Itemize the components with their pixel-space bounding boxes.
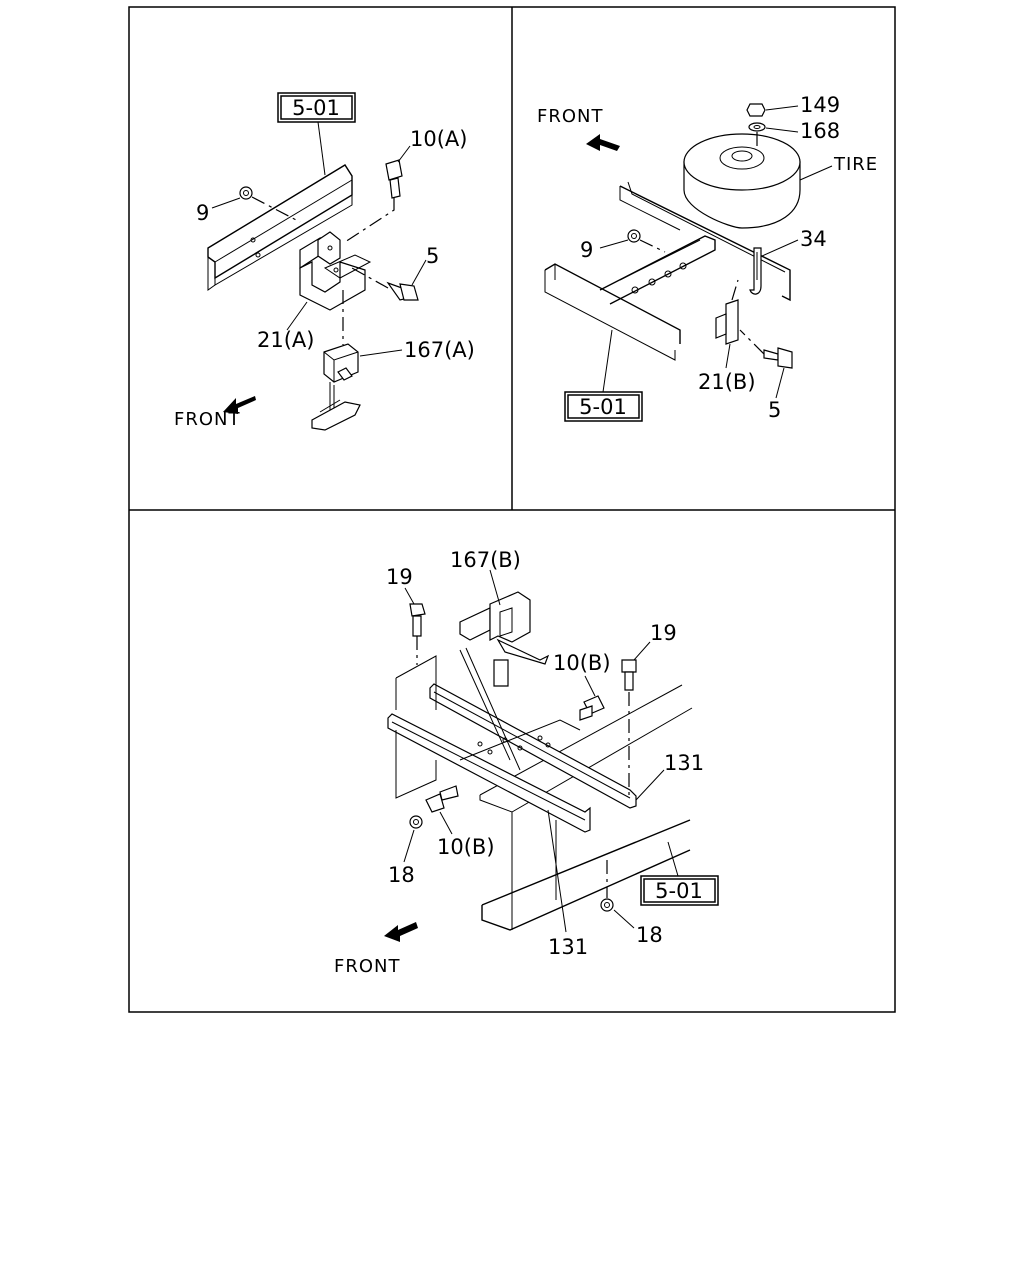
frame-rail bbox=[207, 164, 353, 291]
ref-label-5-01: 5-01 bbox=[579, 395, 627, 419]
ref-label-5-01: 5-01 bbox=[292, 96, 340, 120]
callout-tire: TIRE bbox=[833, 154, 878, 175]
bolt-19-right bbox=[621, 659, 637, 800]
front-label: FRONT bbox=[334, 956, 401, 977]
callout-19-left: 19 bbox=[386, 565, 413, 589]
nut-149 bbox=[746, 103, 766, 117]
callout-167b: 167(B) bbox=[450, 548, 521, 572]
bolt-5 bbox=[351, 267, 419, 301]
mounting-plate bbox=[395, 655, 437, 799]
callout-18-right: 18 bbox=[636, 923, 663, 947]
callout-131-right: 131 bbox=[664, 751, 704, 775]
front-label: FRONT bbox=[537, 106, 604, 127]
front-arrow-icon bbox=[384, 922, 418, 942]
callout-21a: 21(A) bbox=[257, 328, 314, 352]
bracket-21a bbox=[299, 231, 372, 311]
nut-18-left bbox=[409, 815, 423, 829]
callout-9: 9 bbox=[580, 238, 593, 262]
callout-5: 5 bbox=[768, 398, 781, 422]
callout-34: 34 bbox=[800, 227, 827, 251]
callout-19-right: 19 bbox=[650, 621, 677, 645]
callout-18-left: 18 bbox=[388, 863, 415, 887]
nut-9 bbox=[239, 186, 301, 223]
callout-10a: 10(A) bbox=[410, 127, 467, 151]
callout-10b-lower: 10(B) bbox=[437, 835, 495, 859]
ref-label-5-01: 5-01 bbox=[655, 879, 703, 903]
bracket-21b bbox=[715, 279, 739, 345]
callout-9: 9 bbox=[196, 201, 209, 225]
rail-131 bbox=[387, 683, 637, 833]
callout-10b-upper: 10(B) bbox=[553, 651, 611, 675]
ref-box-5-01 bbox=[640, 875, 719, 906]
spare-tire bbox=[683, 133, 801, 229]
bolt-19-left bbox=[409, 603, 426, 665]
nut-9-tr bbox=[627, 229, 666, 253]
bolt-10b-upper bbox=[579, 695, 605, 721]
diagram-frame bbox=[128, 6, 896, 1013]
sensor-167a bbox=[311, 290, 361, 431]
washer-168 bbox=[748, 122, 766, 132]
nut-18-right bbox=[600, 860, 614, 912]
front-arrow-icon bbox=[586, 134, 620, 151]
callout-167a: 167(A) bbox=[404, 338, 475, 362]
bolt-5-tr bbox=[739, 329, 793, 369]
panel-bottom: FRONT 5-01 167(B) 19 19 10(B) 10(B) 131 … bbox=[334, 548, 719, 977]
ref-box-5-01 bbox=[277, 92, 356, 123]
front-arrow-icon bbox=[223, 396, 256, 414]
callout-168: 168 bbox=[800, 119, 840, 143]
callout-5: 5 bbox=[426, 244, 439, 268]
callout-21b: 21(B) bbox=[698, 370, 756, 394]
panel-top-left: 5-01 10(A) 9 5 21(A) 167(A) FRONT bbox=[174, 92, 475, 431]
callout-149: 149 bbox=[800, 93, 840, 117]
panel-top-right: FRONT 5-01 149 168 TIRE 9 34 21(B) 5 bbox=[537, 93, 878, 422]
callout-131-bottom: 131 bbox=[548, 935, 588, 959]
front-label: FRONT bbox=[174, 409, 241, 430]
bolt-10a bbox=[344, 159, 403, 243]
hook-34 bbox=[749, 247, 762, 295]
frame-crossmember bbox=[544, 181, 791, 361]
bolt-10b-lower bbox=[425, 785, 459, 813]
